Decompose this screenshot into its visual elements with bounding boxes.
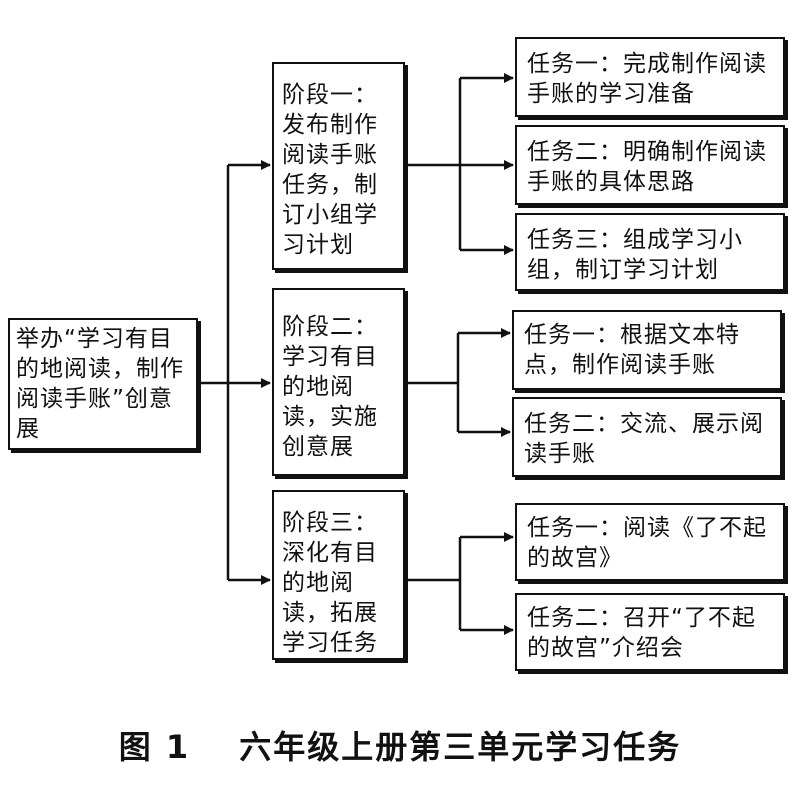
stage-2-node: 阶段二：学习有目的地阅读，实施创意展 [272,288,405,476]
stage-3-node: 阶段三：深化有目的地阅读，拓展学习任务 [272,490,405,660]
figure-title: 六年级上册第三单元学习任务 [239,728,682,766]
stage-3-task-2: 任务二：召开“了不起的故宫”介绍会 [515,593,785,671]
stage-1-node: 阶段一：发布制作阅读手账任务，制订小组学习计划 [272,62,405,270]
stage-2-task-1: 任务一：根据文本特点，制作阅读手账 [512,310,782,390]
stage-1-task-1: 任务一：完成制作阅读手账的学习准备 [515,37,785,117]
stage-2-task-2: 任务二：交流、展示阅读手账 [512,397,782,477]
stage-1-task-2: 任务二：明确制作阅读手账的具体思路 [515,125,785,205]
stage-3-task-1: 任务一：阅读《了不起的故宫》 [515,503,785,581]
figure-number: 图 1 [118,728,191,766]
stage-1-task-3: 任务三：组成学习小组，制订学习计划 [515,213,785,291]
root-node: 举办“学习有目的地阅读，制作阅读手账”创意展 [8,318,198,450]
figure-caption: 图 1 六年级上册第三单元学习任务 [0,722,800,768]
